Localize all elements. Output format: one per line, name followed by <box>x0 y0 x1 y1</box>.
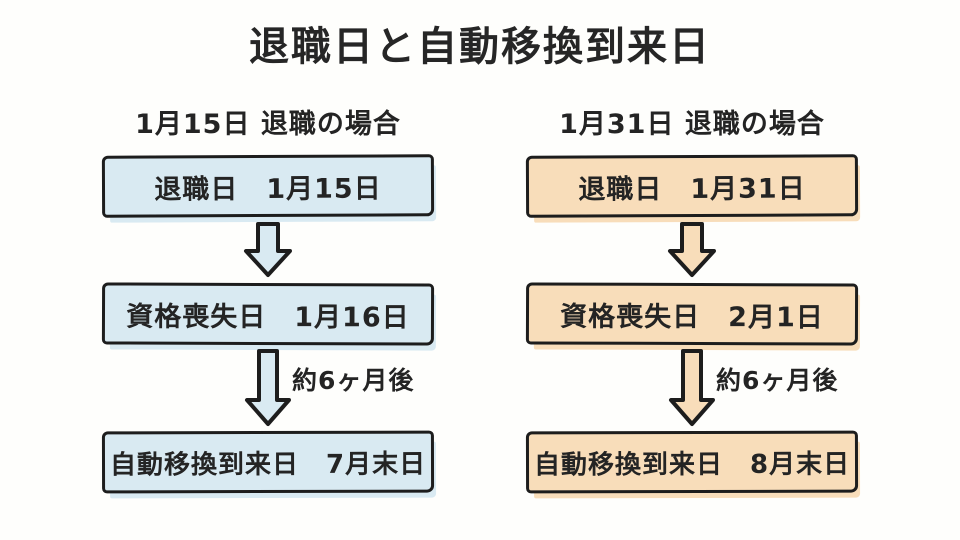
retirement-date-box: 退職日 1月15日 <box>101 154 435 218</box>
arrow-row <box>102 217 434 283</box>
arrow-duration-label: 約6ヶ月後 <box>292 366 415 395</box>
column-jan15-case: 1月15日 退職の場合 退職日 1月15日 資格喪失日 1月16日 約6ヶ月後 … <box>101 72 435 494</box>
page-title: 退職日と自動移換到来日 <box>249 24 711 70</box>
down-arrow-icon <box>669 349 715 426</box>
disqualification-date-box: 資格喪失日 2月1日 <box>525 282 859 346</box>
disqualification-date-box: 資格喪失日 1月16日 <box>101 282 435 346</box>
arrow-row-labeled: 約6ヶ月後 <box>102 345 434 431</box>
column-header: 1月15日 退職の場合 <box>135 109 401 140</box>
columns-container: 1月15日 退職の場合 退職日 1月15日 資格喪失日 1月16日 約6ヶ月後 … <box>0 72 960 494</box>
arrow-duration-label: 約6ヶ月後 <box>716 366 839 395</box>
auto-transfer-arrival-box: 自動移換到来日 7月末日 <box>101 430 435 494</box>
down-arrow-icon <box>244 222 292 277</box>
column-header: 1月31日 退職の場合 <box>559 109 825 140</box>
down-arrow-icon <box>245 349 291 426</box>
arrow-row-labeled: 約6ヶ月後 <box>526 345 858 431</box>
auto-transfer-arrival-box: 自動移換到来日 8月末日 <box>525 430 859 494</box>
arrow-row <box>526 217 858 283</box>
down-arrow-icon <box>668 222 716 277</box>
column-jan31-case: 1月31日 退職の場合 退職日 1月31日 資格喪失日 2月1日 約6ヶ月後 自… <box>525 72 859 494</box>
retirement-date-box: 退職日 1月31日 <box>525 154 859 218</box>
